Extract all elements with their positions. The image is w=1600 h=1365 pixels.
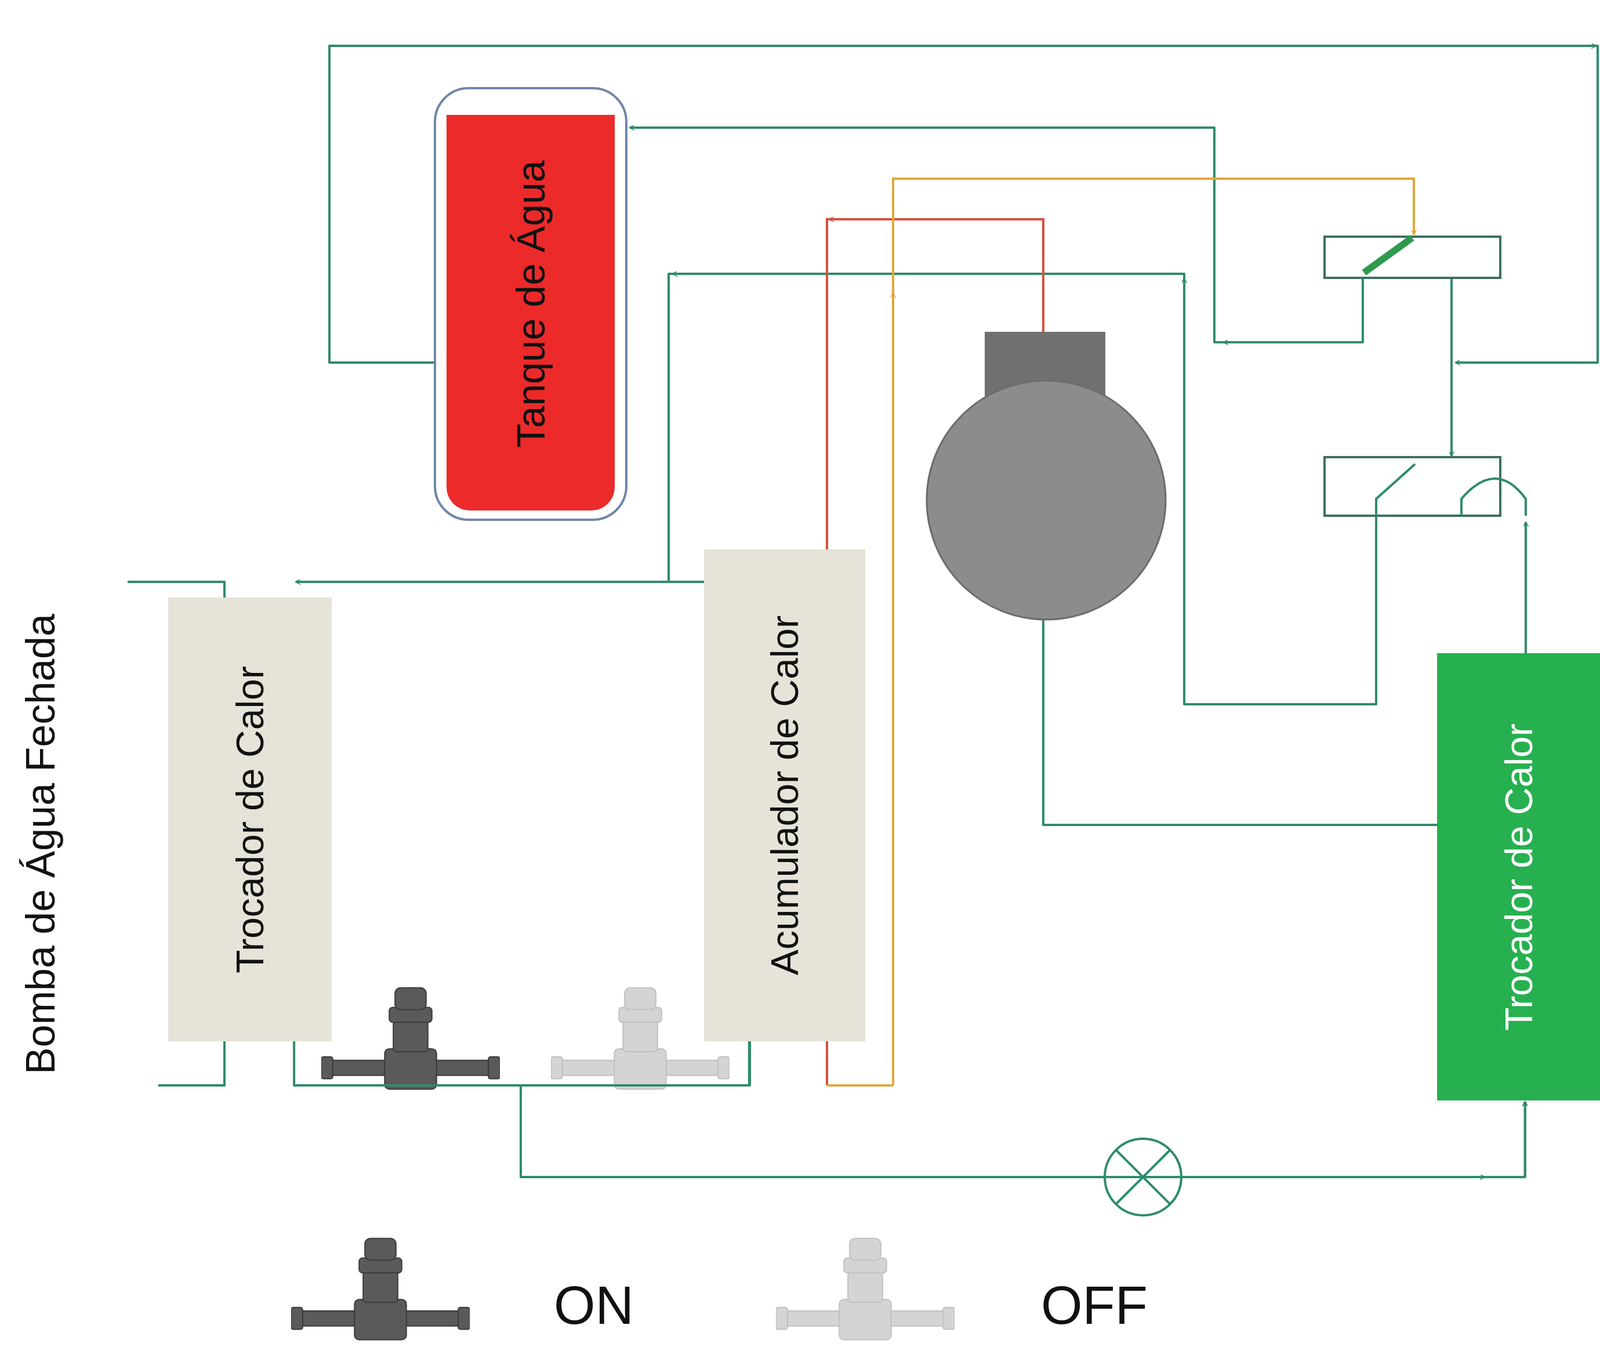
node-label: Tanque de Água bbox=[508, 160, 554, 448]
water-tank: Tanque de Água bbox=[433, 86, 628, 521]
node-label: Trocador de Calor bbox=[1496, 723, 1541, 1030]
legend-text: ON bbox=[553, 1274, 634, 1336]
valve-off-icon bbox=[775, 1238, 955, 1340]
heat-exchanger-box: Trocador de Calor bbox=[1437, 652, 1600, 1101]
node-label: Trocador de Calor bbox=[227, 665, 272, 973]
heat-exchanger-box: Trocador de Calor bbox=[168, 597, 332, 1041]
flow-arrow bbox=[1333, 1175, 1485, 1178]
refrigerant-pipe bbox=[294, 1040, 1526, 1177]
node-label: Acumulador de Calor bbox=[762, 615, 807, 975]
heat-accumulator-box: Acumulador de Calor bbox=[704, 549, 866, 1041]
pump-label: Bomba de Água Fechada bbox=[17, 613, 64, 1075]
legend-text: OFF bbox=[1040, 1274, 1148, 1336]
refrigerant-pipe bbox=[520, 1040, 1526, 1177]
valve-on-icon bbox=[291, 1238, 470, 1340]
